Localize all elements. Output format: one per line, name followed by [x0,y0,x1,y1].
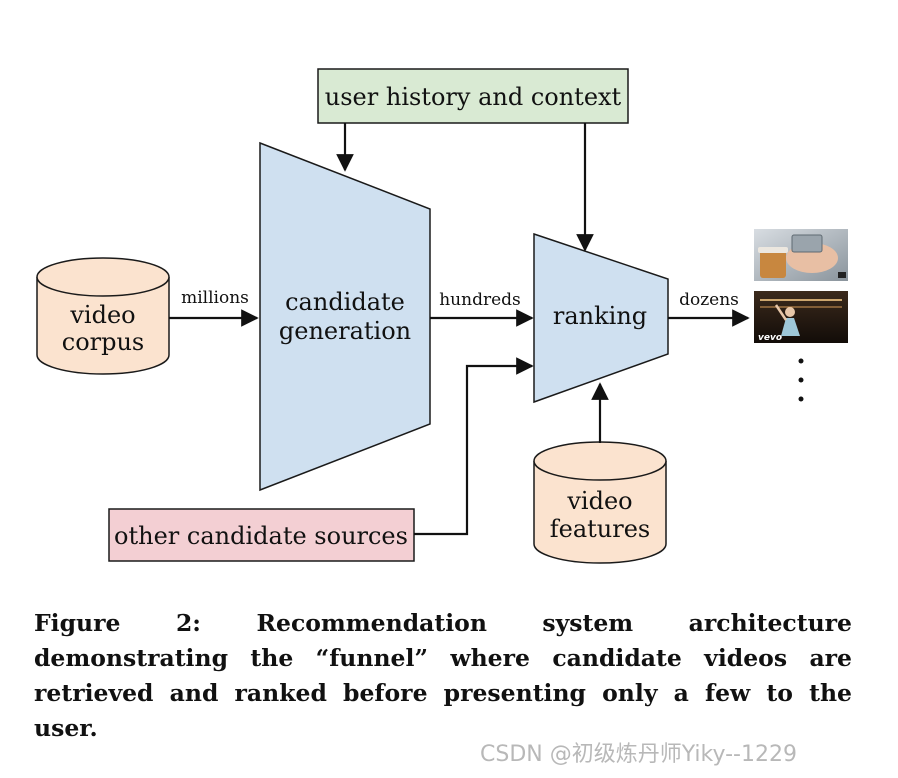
video-corpus-cylinder: video corpus [36,257,170,375]
candidate-generation-label-line2: generation [279,317,411,345]
video-features-cylinder: video features [533,441,667,564]
other-candidate-sources-label: other candidate sources [114,522,408,550]
vevo-watermark: vevo [758,333,782,343]
video-corpus-label-line2: corpus [62,328,145,356]
ranking-funnel: ranking [533,232,669,404]
csdn-watermark: CSDN @初级炼丹师Yiky--1229 [480,742,797,767]
figure-caption: Figure 2: Recommendation system architec… [34,609,852,742]
video-features-label-line2: features [550,515,651,543]
edge-label-dozens: dozens [679,290,739,310]
architecture-diagram: user history and context video corpus ca… [36,68,848,564]
arrow-other-sources-to-ranking [414,357,534,536]
user-history-label: user history and context [325,83,622,111]
user-history-box: user history and context [317,68,629,124]
video-features-label-line1: video [566,487,632,515]
ranking-label: ranking [553,302,647,330]
edge-label-hundreds: hundreds [439,290,521,310]
video-corpus-label-line1: video [69,301,135,329]
candidate-generation-label-line1: candidate [285,288,405,316]
output-thumbnail-vevo: vevo [754,291,848,343]
candidate-generation-funnel: candidate generation [259,141,431,492]
edge-label-millions: millions [181,288,249,308]
more-results-ellipsis [798,358,804,402]
other-candidate-sources-box: other candidate sources [108,508,415,562]
arrows [169,123,750,536]
output-thumbnail-phone [754,229,848,281]
